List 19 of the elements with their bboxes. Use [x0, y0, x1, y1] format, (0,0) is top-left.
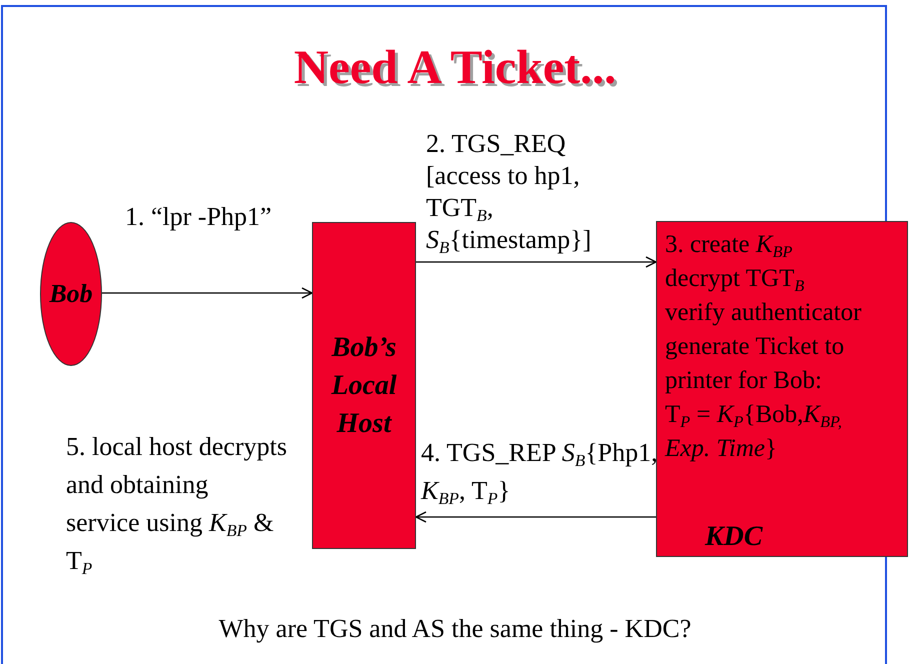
host-box	[312, 222, 416, 549]
server-box	[656, 221, 908, 557]
arrow	[415, 511, 656, 523]
caption: Why are TGS and AS the same thing - KDC?	[218, 614, 692, 644]
node-label: Bob’s Local Host	[330, 330, 398, 440]
step-text: T$_{P}$ = K$_{P}${Bob,K$_{BP,}$ Exp. Time}	[665, 400, 843, 464]
edge-label: 1. “lpr -Php1”	[125, 201, 273, 233]
edge-label: 4. TGS_REP S$_{B}${Php1, K$_{BP}$, T$_{P}$}	[421, 437, 659, 510]
slide-title: Need A Ticket...	[292, 40, 618, 95]
node-label: KDC	[705, 520, 764, 554]
note-text: 5. local host decrypts and obtaining service using K$_{BP}$ & T$_{P}$	[66, 431, 288, 580]
step-text: generate Ticket to printer for Bob:	[665, 332, 846, 396]
step-text: verify authenticator	[665, 298, 862, 328]
arrow	[416, 256, 657, 268]
step-text: decrypt TGT$_{B}$	[665, 264, 806, 296]
edge-label: 2. TGS_REQ [access to hp1, TGT$_{B}$, S$_{B}${timestamp}]	[426, 128, 592, 256]
step-text: 3. create K$_{BP}$	[665, 230, 794, 262]
arrow	[102, 287, 313, 299]
node-label: Bob	[49, 278, 93, 310]
